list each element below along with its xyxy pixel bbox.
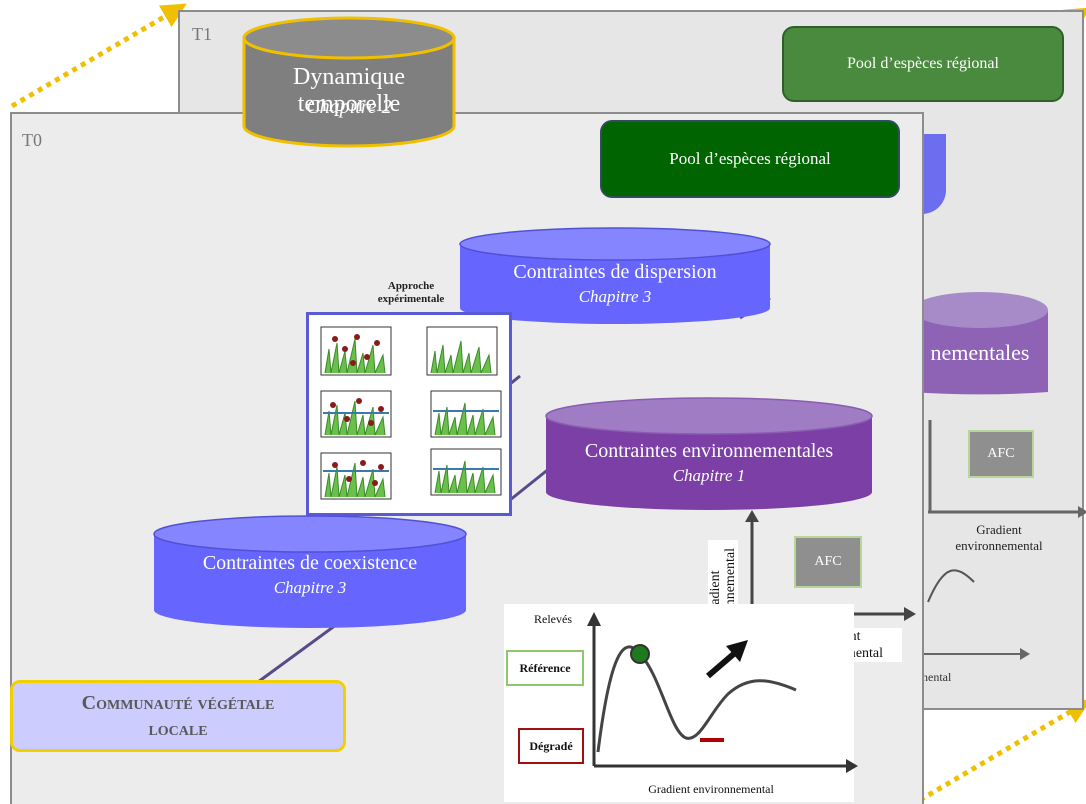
plot-grass-3 <box>430 448 502 496</box>
communaute-vegetale-locale: Communauté végétale locale <box>10 680 346 752</box>
approche-label: Approche expérimentale <box>356 280 466 306</box>
dynamique-chapter: Chapitre 2 <box>306 96 392 118</box>
releves-chart <box>587 612 858 773</box>
dynamique-title: Dynamique temporelle <box>293 64 405 117</box>
afc-t1-partial-label: nental <box>922 670 952 684</box>
perspective-line-top-left <box>10 3 187 109</box>
cylinder-contraintes-dispersion: Contraintes de dispersion Chapitre 3 <box>459 227 771 324</box>
dispersion-chapter: Chapitre 3 <box>578 287 652 306</box>
releves-y-label: Relevés <box>534 612 572 626</box>
environnementales-title: Contraintes environnementales <box>584 440 834 462</box>
coexistence-chapter: Chapitre 3 <box>273 578 347 597</box>
releves-degrade-label: Dégradé <box>529 738 573 753</box>
environnementales-chapter: Chapitre 1 <box>672 466 746 485</box>
dispersion-title: Contraintes de dispersion <box>513 261 717 283</box>
plot-grass-2 <box>430 390 502 438</box>
pool-t1: Pool d’espèces régional <box>782 26 1064 102</box>
perspective-line-bottom-right <box>918 699 1086 802</box>
plot-seeds-2 <box>320 390 392 438</box>
panel-t0-label: T0 <box>22 130 42 150</box>
plot-grass-1 <box>426 326 498 376</box>
afc-t1-x-label-line2: environnemental <box>955 538 1043 553</box>
panel-t1-label: T1 <box>192 24 212 44</box>
approche-label-line1: Approche <box>387 280 435 292</box>
pool-t0: Pool d’espèces régional <box>600 120 900 198</box>
releves-panel <box>504 604 854 802</box>
releves-x-label: Gradient environnemental <box>648 782 774 796</box>
releves-degrade-box: Dégradé <box>518 728 584 764</box>
afc-t1-x-label-line1: Gradient <box>976 522 1022 537</box>
afc-t1-x-label: Gradient environnemental <box>944 522 1054 554</box>
afc-box-t1: AFC <box>968 430 1034 478</box>
pool-t1-label: Pool d’espèces régional <box>847 55 999 72</box>
approche-plots <box>320 326 502 500</box>
t1-curve <box>927 569 975 603</box>
t1-lower-axis <box>918 648 1030 660</box>
plot-seeds-1 <box>320 326 392 376</box>
pool-t0-label: Pool d’espèces régional <box>669 149 831 168</box>
approche-label-line2: expérimentale <box>377 293 445 305</box>
afc-box-t0: AFC <box>794 536 862 588</box>
afc-t1-label: AFC <box>987 446 1015 461</box>
releves-reference-point <box>630 644 650 664</box>
coexistence-title: Contraintes de coexistence <box>202 552 418 574</box>
communaute-line1: Communauté végétale <box>81 692 275 714</box>
releves-reference-box: Référence <box>506 650 584 686</box>
afc-t0-label: AFC <box>814 554 842 569</box>
approche-panel <box>306 312 512 516</box>
cylinder-environnementales-t1-title: nementales <box>930 340 1030 365</box>
cylinder-contraintes-coexistence: Contraintes de coexistence Chapitre 3 <box>153 515 467 628</box>
cylinder-environnementales-t1: nementales <box>912 292 1048 410</box>
communaute-line2: locale <box>148 718 208 740</box>
releves-reference-label: Référence <box>519 660 571 675</box>
cylinder-dynamique-temporelle: Dynamique temporelle Chapitre 2 <box>242 16 456 148</box>
releves-curve <box>596 645 797 753</box>
plot-seeds-3 <box>320 452 392 500</box>
cylinder-contraintes-environnementales: Contraintes environnementales Chapitre 1 <box>545 397 873 510</box>
afc-t1-axes <box>928 420 1086 518</box>
